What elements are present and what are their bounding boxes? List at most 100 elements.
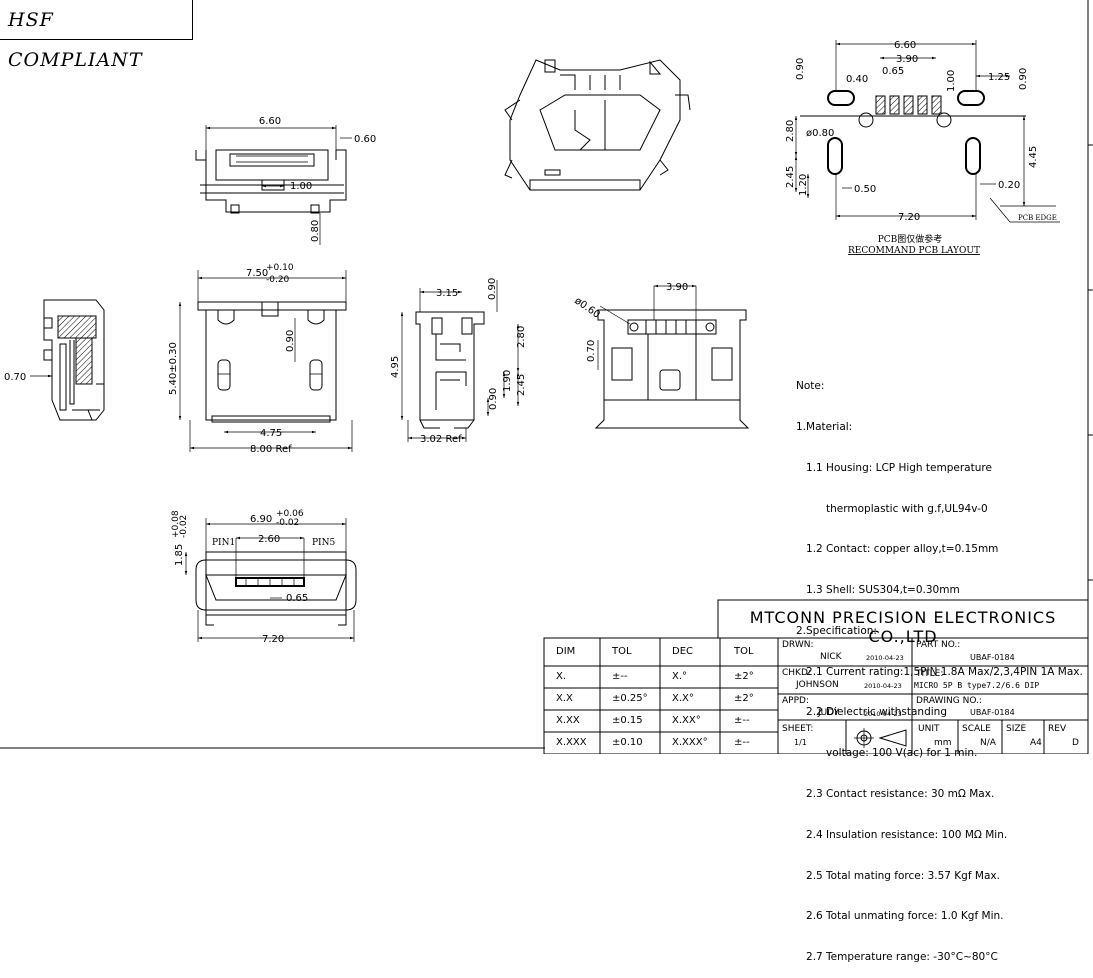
side-view: 3.15 0.90 4.95 2.80 1.90 2.45 0.90 3.02 … (390, 278, 527, 445)
tol-cell: X.X (556, 693, 573, 704)
section-view: 0.70 (4, 299, 105, 421)
tol-cell: X.XX° (672, 715, 701, 726)
tol-cell: ±-- (734, 737, 750, 748)
partno-value: UBAF-0184 (970, 653, 1015, 662)
dim-bv-185: 1.85 (174, 544, 185, 566)
title-label: TITLE: (916, 669, 944, 679)
dim-pcb-120: 1.20 (798, 174, 809, 196)
dim-pcb-040: 0.40 (846, 74, 868, 85)
chkd-label: CHKD: (782, 668, 811, 678)
dim-sv-090b: 0.90 (488, 388, 499, 410)
dim-pcb-090b: 0.90 (1018, 68, 1029, 90)
note-line: 2.5 Total mating force: 3.57 Kgf Max. (796, 869, 1000, 882)
dim-rv-390: 3.90 (666, 282, 688, 293)
dim-pcb-245: 2.45 (785, 166, 796, 188)
dim-front-750-tol-dn: -0.20 (266, 275, 290, 285)
tol-cell: X.XXX° (672, 737, 708, 748)
dim-front-750: 7.50 (246, 268, 268, 279)
drwn-date: 2010-04-23 (866, 654, 904, 662)
dim-pcb-020: 0.20 (998, 180, 1020, 191)
notes-block: Note: 1.Material: 1.1 Housing: LCP High … (796, 353, 1083, 978)
dim-pcb-280: 2.80 (785, 120, 796, 142)
dim-bv-065: 0.65 (286, 593, 308, 604)
dim-front-800: 8.00 Ref (250, 444, 292, 455)
dim-rv-070: 0.70 (586, 340, 597, 362)
note-line: Note: (796, 380, 825, 393)
title-value: MICRO 5P B type7.2/6.6 DIP (914, 681, 1040, 690)
dim-pcb-080: ø0.80 (806, 128, 834, 139)
pcb-caption-en: RECOMMAND PCB LAYOUT (848, 246, 980, 256)
title-block-grid (543, 599, 1089, 754)
rev-value: D (1072, 738, 1079, 748)
iso-view (504, 59, 691, 191)
rear-view: 3.90 ø0.60 0.70 (572, 282, 750, 429)
note-line: 1.1 Housing: LCP High temperature (796, 461, 992, 474)
tol-cell: ±-- (734, 715, 750, 726)
note-line: 1.2 Contact: copper alloy,t=0.15mm (796, 543, 999, 556)
dim-top-080: 0.80 (310, 220, 321, 242)
dim-bv-185-up: +0.08 (171, 510, 181, 538)
dim-sv-090: 0.90 (487, 278, 498, 300)
tol-cell: X.° (672, 671, 688, 682)
top-view: 6.60 0.60 1.00 0.80 (195, 116, 376, 245)
note-line: 2.6 Total unmating force: 1.0 Kgf Min. (796, 910, 1004, 923)
appd-date: 2010-04-23 (864, 710, 902, 718)
bottom-view: 6.90 +0.06 -0.02 1.85 +0.08 -0.02 2.60 P… (171, 509, 357, 645)
note-line: 2.3 Contact resistance: 30 mΩ Max. (796, 788, 995, 800)
dim-pcb-390: 3.90 (896, 54, 918, 65)
dim-bv-260: 2.60 (258, 534, 280, 545)
dim-bv-690-up: +0.06 (276, 509, 304, 519)
dim-sv-315: 3.15 (436, 288, 458, 299)
dim-front-475: 4.75 (260, 428, 282, 439)
dim-top-660: 6.60 (259, 116, 281, 127)
tol-cell: ±0.15 (612, 715, 643, 726)
label-pin5: PIN5 (312, 538, 335, 548)
appd-name: JUDY (818, 708, 840, 718)
tol-header-dim: DIM (556, 646, 576, 657)
unit-label: UNIT (918, 724, 940, 734)
tol-cell: X.X° (672, 693, 694, 704)
dim-bv-185-dn: -0.02 (179, 515, 189, 538)
label-pcb-edge: PCB EDGE (1018, 214, 1057, 222)
dim-bv-690-dn: -0.02 (276, 518, 299, 528)
dim-sv-245: 2.45 (516, 374, 527, 396)
scale-label: SCALE (962, 724, 991, 734)
dim-sv-302: 3.02 Ref (420, 434, 462, 445)
dim-side-070: 0.70 (4, 372, 26, 383)
note-line: 2.Specification: (796, 624, 877, 637)
tol-cell: X.XX (556, 715, 580, 726)
hsf-compliant-label: HSF COMPLIANT (0, 0, 193, 71)
tol-cell: X. (556, 671, 567, 682)
tol-cell: ±2° (734, 693, 754, 704)
dim-pcb-090a: 0.90 (795, 58, 806, 80)
size-label: SIZE (1006, 724, 1027, 734)
dim-front-750-tol-up: +0.10 (266, 263, 294, 273)
note-line: 2.7 Temperature range: -30°C~80°C (796, 951, 998, 964)
pcb-caption-cn: PCB图仅做参考 (878, 233, 943, 245)
scale-value: N/A (980, 738, 996, 748)
partno-label: PART NO.: (916, 640, 961, 650)
tol-cell: ±0.25° (612, 693, 648, 704)
dim-pcb-445: 4.45 (1028, 146, 1039, 168)
dim-bv-720: 7.20 (262, 634, 284, 645)
company-name: MTCONN PRECISION ELECTRONICS CO.,LTD (749, 608, 1057, 646)
tol-cell: ±0.10 (612, 737, 643, 748)
chkd-date: 2010-04-23 (864, 682, 902, 690)
label-pin1: PIN1 (212, 538, 235, 548)
tol-cell: X.XXX (556, 737, 587, 748)
dim-pcb-065: 0.65 (882, 66, 904, 77)
sheet-value: 1/1 (794, 738, 807, 747)
unit-value: mm (934, 738, 952, 748)
drawing-canvas: 6.60 0.60 1.00 0.80 0.70 (0, 0, 1093, 754)
dim-top-060: 0.60 (354, 134, 376, 145)
tol-header-tol2: TOL (734, 646, 754, 657)
dim-front-090: 0.90 (285, 330, 296, 352)
dim-bv-690: 6.90 (250, 514, 272, 525)
dim-sv-280: 2.80 (516, 326, 527, 348)
chkd-name: JOHNSON (796, 680, 839, 690)
dim-pcb-050: 0.50 (854, 184, 876, 195)
front-view: 7.50 +0.10 -0.20 5.40±0.30 0.90 4.75 8.0… (168, 263, 353, 455)
pcb-layout: 6.60 3.90 0.40 0.65 1.00 1.25 0.90 0.90 … (785, 40, 1060, 256)
note-line: thermoplastic with g.f,UL94v-0 (796, 502, 988, 515)
dim-sv-190: 1.90 (502, 370, 513, 392)
